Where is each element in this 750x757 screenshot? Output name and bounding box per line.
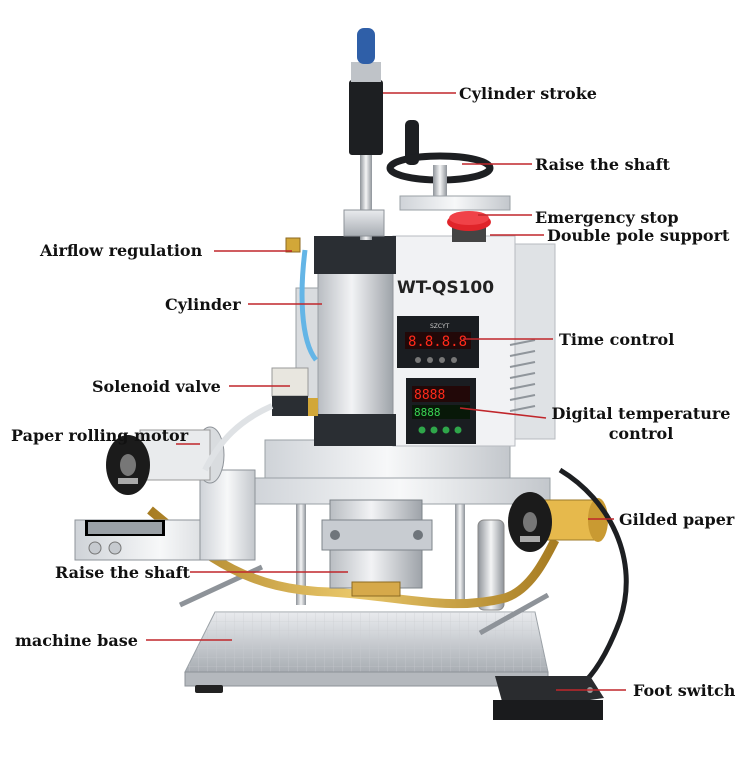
airflow-regulator [285,237,301,253]
frame [249,439,551,505]
gilded-paper-roll [508,492,608,552]
temp-digits-bottom: 8888 [414,406,441,419]
model-plate: WT-QS100 [397,278,494,298]
label-foot-switch: Foot switch [633,681,736,700]
label-solenoid-valve: Solenoid valve [92,377,221,396]
handwheel [386,120,511,211]
label-double-pole-support: Double pole support [547,226,730,245]
label-emergency-stop: Emergency stop [535,208,679,227]
label-cylinder: Cylinder [165,295,241,314]
gold-foil-strip [147,506,560,609]
label-digital-temperature: Digital temperature [551,404,731,423]
temp-digits-top: 8888 [414,388,445,403]
machine-base [184,611,549,693]
label-gilded-paper: Gilded paper [619,510,735,529]
cylinder-stroke-adjuster [343,28,385,240]
brand-tag: SZCYT [430,323,450,330]
label-raise-shaft-bottom: Raise the shaft [55,563,190,582]
label-cylinder-stroke: Cylinder stroke [459,84,597,103]
label-paper-rolling-motor: Paper rolling motor [11,426,189,445]
cable [558,467,629,693]
label-raise-shaft-top: Raise the shaft [535,155,670,174]
leader-temperature [459,407,547,419]
pneumatic-cylinder [295,236,396,446]
timer-digits: 8.8.8.8 [408,334,467,350]
foot-pedal-icon [493,676,604,720]
support-rods [296,455,505,611]
label-time-control: Time control [559,330,675,349]
label-digital-temperature-2: control [608,424,674,443]
press-head [321,499,433,597]
label-machine-base: machine base [15,631,138,650]
label-airflow-regulation: Airflow regulation [40,241,203,260]
solenoid-valve [202,367,318,472]
